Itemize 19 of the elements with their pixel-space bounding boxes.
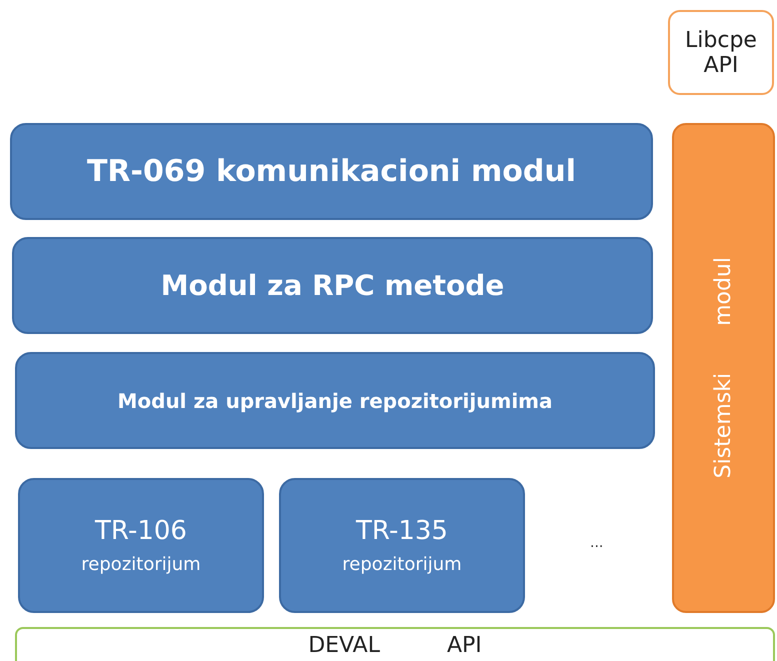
module-title: Modul za upravljanje repozitorijumima	[117, 388, 553, 412]
module-title: Modul za RPC metode	[160, 269, 504, 302]
module-title: TR-106	[95, 516, 187, 546]
module-box	[18, 478, 264, 613]
module-box	[672, 123, 775, 613]
api-box	[668, 10, 774, 95]
module-title: Libcpe API	[684, 28, 758, 78]
api-bar	[15, 627, 775, 661]
module-box	[12, 237, 653, 334]
module-box	[15, 352, 655, 449]
module-box	[279, 478, 525, 613]
module-subtitle: repozitorijum	[81, 554, 201, 575]
module-title: Sistemski modul	[711, 257, 736, 479]
module-title: TR-135	[356, 516, 448, 546]
module-subtitle: repozitorijum	[342, 554, 462, 575]
module-box	[10, 123, 653, 220]
ellipsis-label: ...	[590, 535, 604, 551]
module-title: TR-069 komunikacioni modul	[86, 154, 576, 189]
module-title: DEVAL API	[308, 632, 482, 658]
